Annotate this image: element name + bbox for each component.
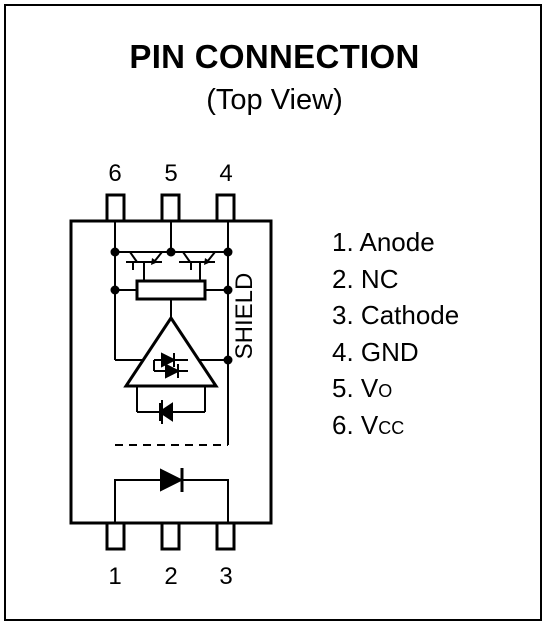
pin-number-2: 2 [164,563,177,590]
pin-list-item: 6. VCC [332,409,405,440]
pin-list-item: 3. Cathode [332,300,460,330]
pin-6-lead [105,193,126,223]
subscript: O [378,381,393,401]
pin-number-6: 6 [108,160,121,187]
pin-number-5: 5 [164,160,177,187]
pin-list: 1. Anode 2. NC 3. Cathode 4. GND 5. VO 6… [332,224,459,443]
diagram-subtitle: (Top View) [206,84,343,116]
pin-1-lead [105,521,126,551]
transistor-arrows [151,258,211,265]
pin-2-lead [160,521,181,551]
pin-3-lead [215,521,236,551]
resistor [135,279,207,301]
pin-list-item: 2. NC [332,263,399,294]
diagram-title: PIN CONNECTION [129,38,420,75]
amplifier-triangle [123,315,219,388]
pin-list-item: 4. GND [332,336,419,367]
pin-list-item: 1. Anode [332,227,435,257]
pin-list-item: 5. VO [332,373,393,403]
pin-4-lead [215,193,236,223]
subscript: CC [378,417,405,438]
pin-number-1: 1 [108,563,121,590]
amp-internal-diodes [153,352,188,379]
junction-dots [110,247,233,365]
pin-number-4: 4 [219,160,232,187]
pin-5-lead [160,193,181,223]
pin-number-3: 3 [219,563,232,590]
input-led [160,468,184,492]
shield-label: SHIELD [231,273,258,360]
feedback-diode [158,402,173,422]
diagram-frame [4,4,542,621]
